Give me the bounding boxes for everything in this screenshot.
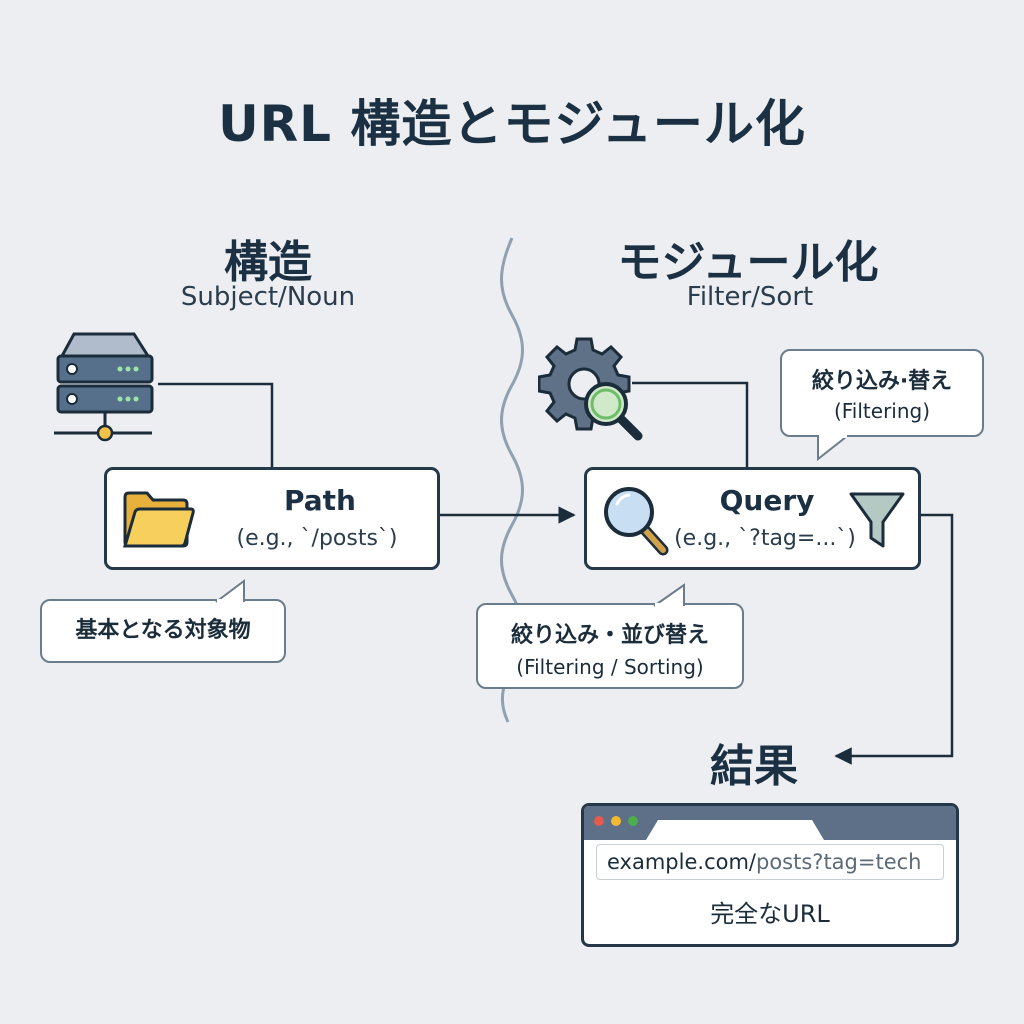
filter-sort-bubble-sub: (Filtering / Sorting)	[516, 655, 704, 679]
url-path: posts?tag=tech	[756, 850, 922, 874]
gear-connector	[632, 381, 749, 467]
close-dot-icon	[594, 816, 604, 826]
filtering-bubble-sub: (Filtering)	[833, 399, 931, 423]
path-title: Path	[284, 484, 356, 517]
minimize-dot-icon	[611, 816, 621, 826]
bubble-tail	[215, 579, 245, 603]
browser-titlebar	[584, 806, 956, 840]
url-domain: example.com/	[607, 850, 756, 874]
filtering-bubble-text: 絞り込み·替え	[811, 369, 953, 394]
magnifier-icon	[604, 487, 669, 556]
folder-icon	[122, 491, 195, 548]
full-url-label: 完全なURL	[710, 900, 830, 928]
filtering-bubble: 絞り込み·替え (Filtering)	[780, 349, 984, 461]
browser-window: example.com/posts?tag=tech 完全なURL	[581, 803, 959, 947]
left-heading: 構造	[224, 237, 312, 288]
path-box: Path (e.g., `/posts`)	[104, 467, 440, 570]
filter-sort-bubble: 絞り込み・並び替え (Filtering / Sorting)	[476, 583, 744, 689]
result-heading: 結果	[710, 741, 798, 792]
path-example: (e.g., `/posts`)	[236, 526, 398, 551]
gear-search-icon	[538, 337, 643, 441]
maximize-dot-icon	[628, 816, 638, 826]
filter-sort-bubble-text: 絞り込み・並び替え	[510, 623, 709, 648]
query-box: Query (e.g., `?tag=...`)	[584, 467, 921, 570]
right-subheading: Filter/Sort	[686, 282, 814, 312]
path-bubble: 基本となる対象物	[40, 579, 286, 663]
query-example: (e.g., `?tag=...`)	[674, 526, 856, 551]
funnel-icon	[849, 492, 905, 548]
address-bar[interactable]: example.com/posts?tag=tech	[596, 844, 944, 880]
right-heading: モジュール化	[617, 237, 879, 288]
bubble-tail	[817, 435, 847, 461]
bubble-tail	[653, 583, 685, 607]
path-bubble-text: 基本となる対象物	[75, 618, 251, 643]
left-subheading: Subject/Noun	[180, 282, 356, 312]
server-connector	[158, 382, 274, 467]
server-icon	[54, 332, 154, 442]
query-to-result-arrow	[834, 513, 954, 765]
page-title: URL 構造とモジュール化	[218, 95, 806, 153]
query-title: Query	[719, 484, 815, 517]
